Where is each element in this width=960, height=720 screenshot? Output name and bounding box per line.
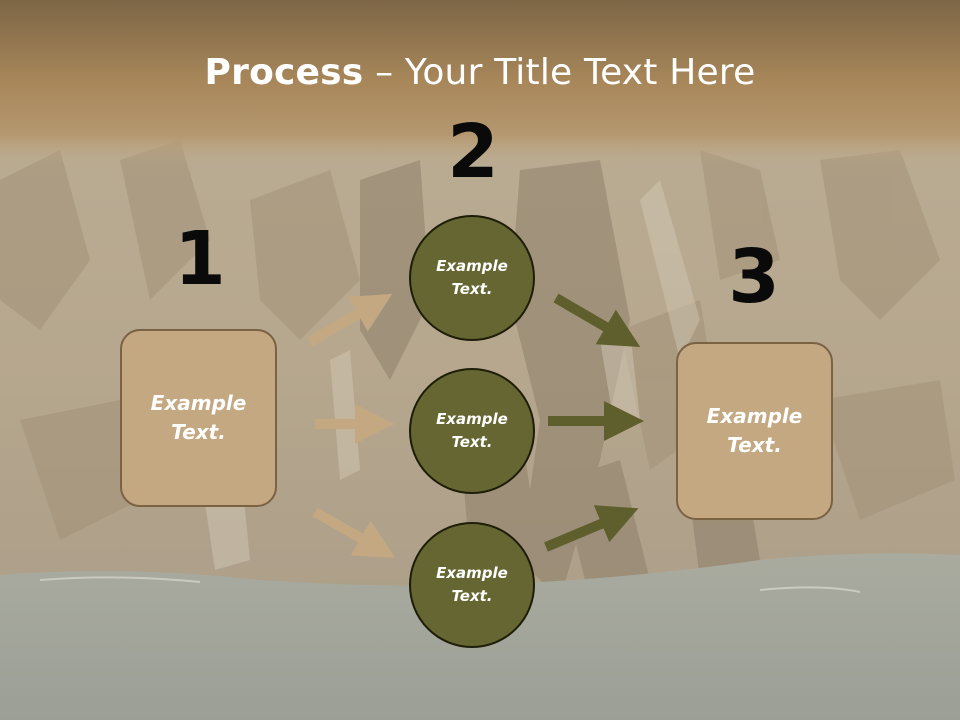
step-2-circle-top: Example Text. (409, 215, 535, 341)
step-number-1: 1 (174, 216, 226, 302)
step-3-text: Example Text. (706, 404, 803, 457)
arrow-2-to-3-top (553, 293, 641, 348)
step-1-text: Example Text. (150, 391, 247, 444)
arrow-1-to-2-bottom (312, 507, 396, 558)
step-2-text-bottom: Example Text. (436, 564, 508, 605)
step-1-box: Example Text. (120, 329, 277, 507)
slide-title: Process – Your Title Text Here (0, 52, 960, 93)
arrow-1-to-2-top (307, 293, 393, 347)
step-number-2: 2 (447, 109, 499, 195)
step-number-3: 3 (728, 234, 780, 320)
slide-title-bold: Process (204, 52, 364, 93)
step-2-circle-bottom: Example Text. (409, 522, 535, 648)
step-2-circle-middle: Example Text. (409, 368, 535, 494)
step-2-text-middle: Example Text. (436, 410, 508, 451)
slide-title-rest: – Your Title Text Here (363, 52, 756, 93)
step-2-text-top: Example Text. (436, 257, 508, 298)
arrow-2-to-3-bottom (544, 505, 639, 552)
step-3-box: Example Text. (676, 342, 833, 520)
